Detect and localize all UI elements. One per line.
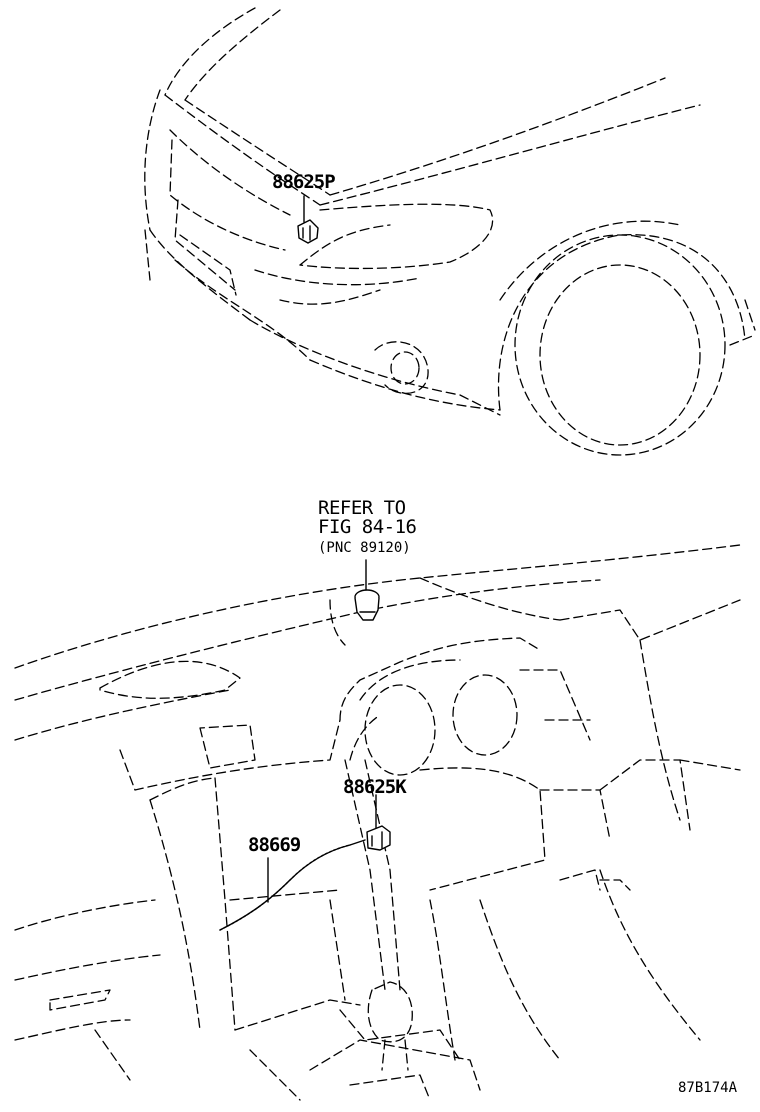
callout-88669: 88669 — [248, 834, 301, 856]
figure-code: 87B174A — [678, 1080, 738, 1096]
callout-88625k: 88625K — [343, 776, 407, 798]
callout-88625p: 88625P — [272, 171, 335, 193]
refer-line-3: (PNC 89120) — [318, 540, 411, 556]
cabin-sensor-part — [366, 825, 391, 851]
refer-part — [354, 589, 380, 621]
hose-part — [219, 839, 366, 931]
dashboard-illustration — [14, 544, 741, 1101]
front-sensor-part — [297, 219, 319, 244]
refer-line-1: REFER TO — [318, 497, 406, 519]
refer-line-2: FIG 84-16 — [318, 516, 417, 538]
car-front-illustration — [144, 7, 756, 456]
